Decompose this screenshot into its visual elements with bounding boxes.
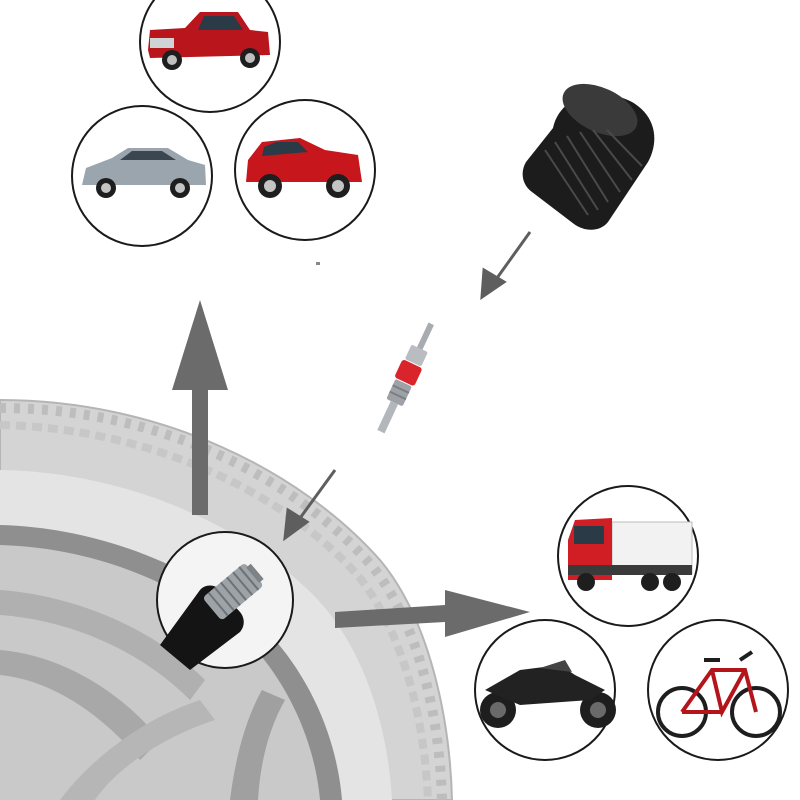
- valve-stem-closeup: [156, 531, 294, 670]
- sedan-icon: [71, 105, 213, 247]
- pickup-truck-icon: [139, 0, 281, 113]
- motorcycle-icon: [474, 619, 616, 761]
- arrow-down-left-lower: [283, 469, 337, 542]
- box-truck-icon: [557, 485, 699, 627]
- valve-core: [377, 322, 434, 434]
- suv-icon: [234, 99, 376, 241]
- arrow-right: [335, 590, 530, 637]
- arrow-down-left-upper: [480, 231, 532, 300]
- rim-spokes: [0, 590, 285, 800]
- speck: [316, 262, 320, 265]
- arrow-up: [172, 300, 228, 515]
- bicycle-icon: [647, 619, 789, 761]
- valve-cap: [522, 83, 655, 230]
